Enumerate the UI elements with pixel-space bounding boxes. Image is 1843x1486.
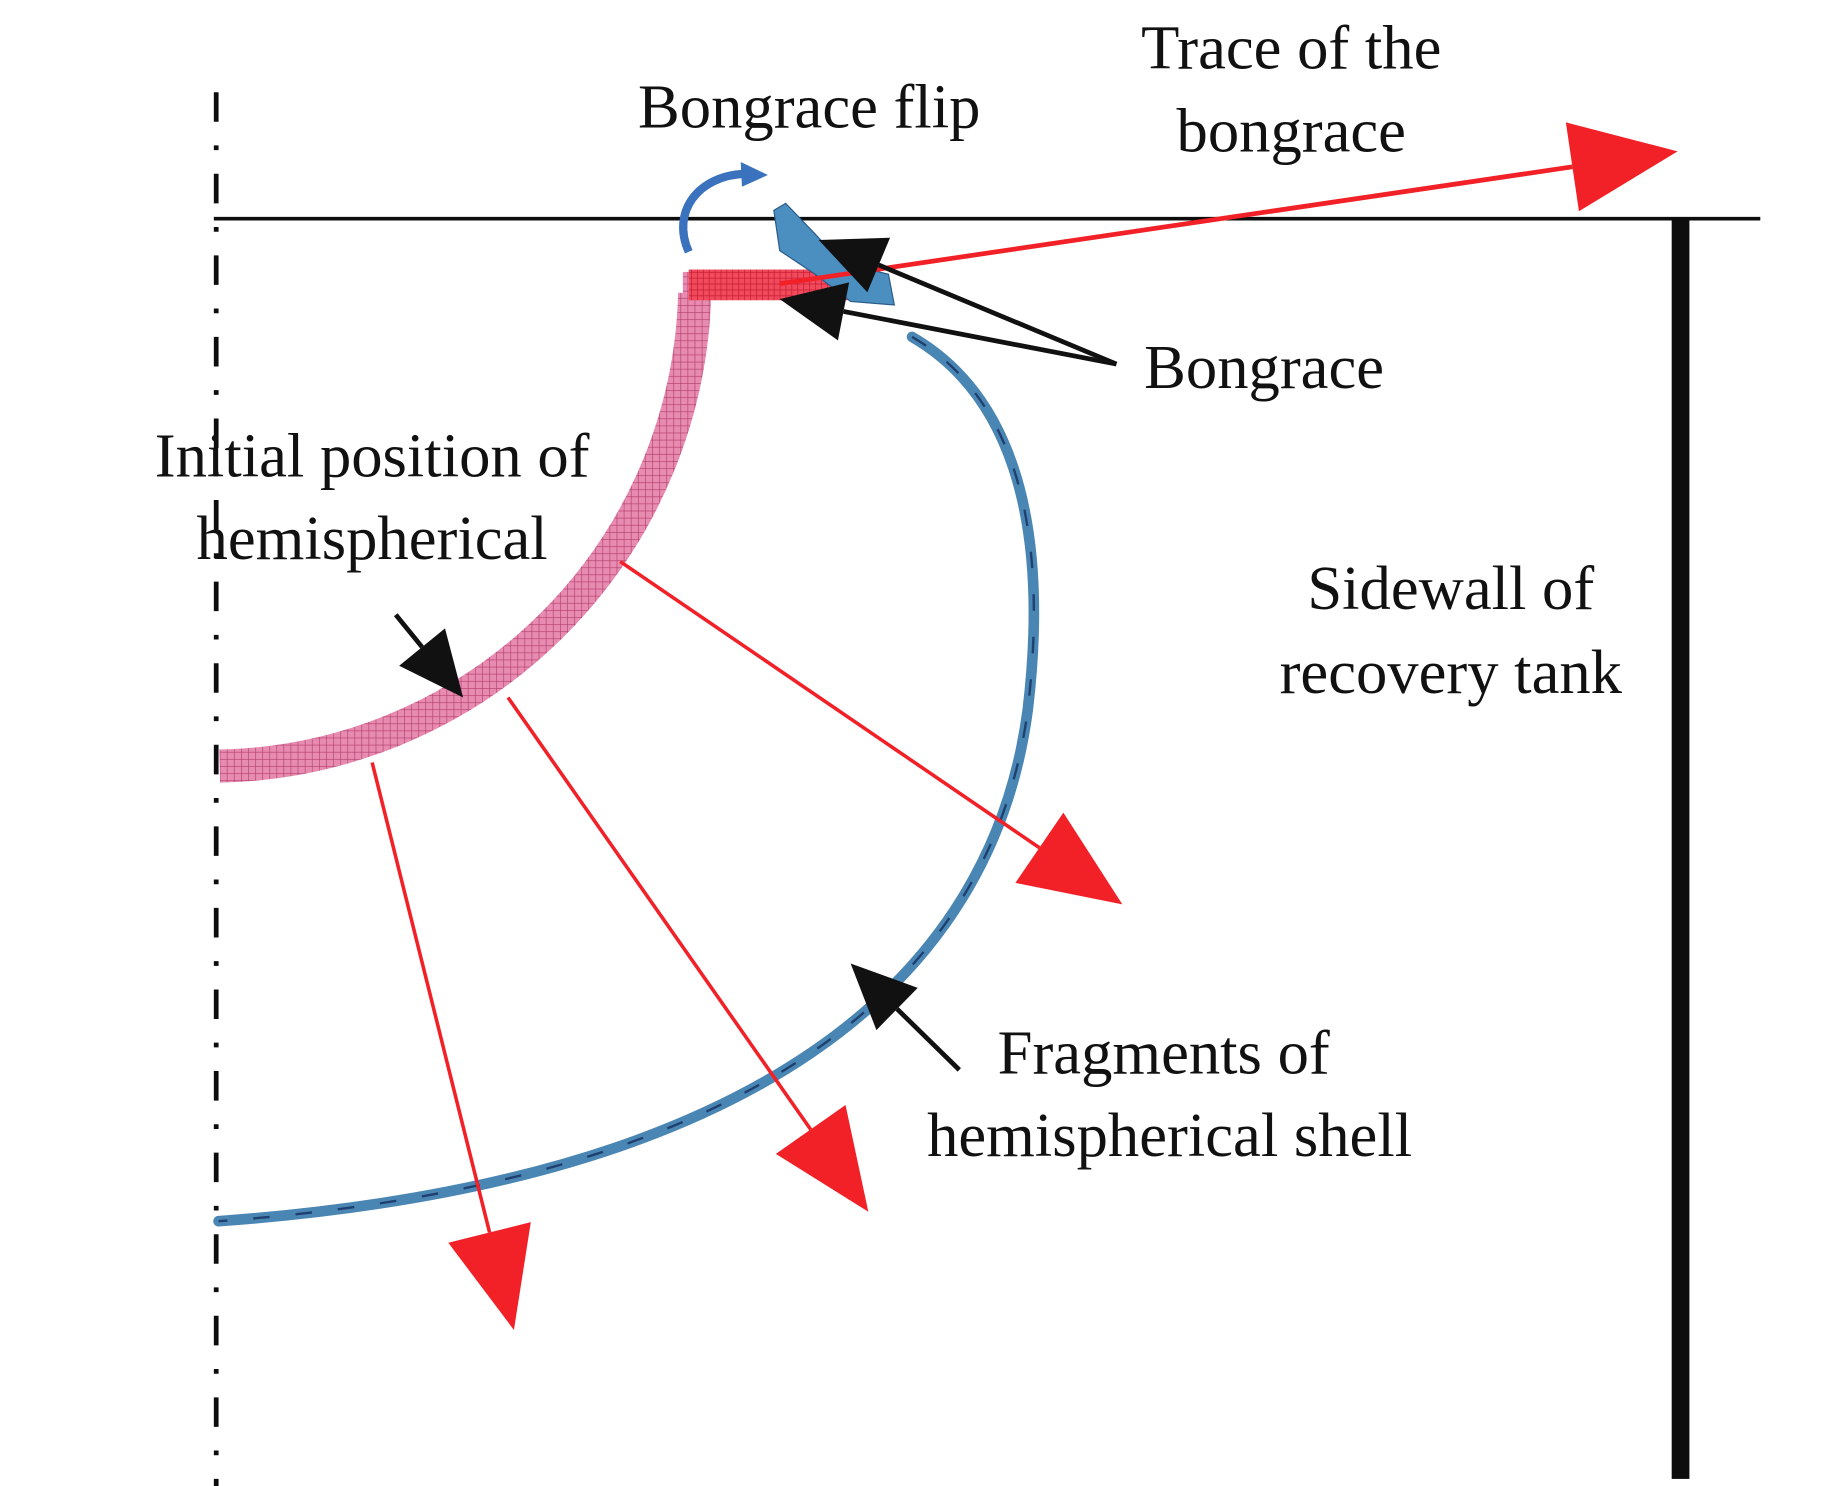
label-sidewall-line2: recovery tank	[1280, 637, 1623, 707]
initial-hemispherical-shell	[219, 292, 712, 783]
fragment-shell-edge	[218, 335, 1035, 1223]
label-initial-line2: hemispherical	[197, 503, 548, 573]
bongrace-pointer-arrow-lower	[779, 282, 1117, 367]
label-sidewall-line1: Sidewall of	[1307, 553, 1594, 623]
initial-position-pointer-arrow-shaft	[393, 613, 424, 649]
label-fragments-line1: Fragments of	[998, 1017, 1330, 1087]
initial-position-pointer-arrow-head	[399, 628, 464, 698]
pointer-arrows	[393, 237, 1118, 1072]
fragment-trajectory-arrow-3-shaft	[370, 762, 492, 1233]
bongrace-trace-arrow-head	[1565, 122, 1678, 212]
label-bongrace: Bongrace	[1144, 332, 1384, 402]
bongrace-trace-arrow	[779, 122, 1678, 287]
label-initial-line1: Initial position of	[155, 420, 590, 490]
initial-position-pointer-arrow	[393, 613, 464, 698]
fragment-trajectory-arrow-1	[619, 560, 1123, 905]
label-trace-line1: Trace of the	[1141, 13, 1441, 83]
fragment-trajectory-arrow-2-shaft	[506, 696, 813, 1131]
bongrace-pointer-arrow-upper	[818, 237, 1118, 367]
fragments-pointer-arrow	[850, 963, 961, 1072]
fragments-pointer-arrow-head	[850, 963, 918, 1031]
label-bongrace-flip: Bongrace flip	[638, 72, 980, 142]
label-fragments-line2: hemispherical shell	[927, 1100, 1412, 1170]
fragments-pointer-arrow-shaft	[895, 1007, 961, 1072]
fragment-trajectory-arrow-1-head	[1015, 812, 1123, 905]
trajectory-arrows	[370, 122, 1678, 1330]
fragment-trajectory-arrow-1-shaft	[619, 560, 1041, 850]
fragment-trajectory-arrow-2	[506, 696, 869, 1212]
bongrace-pointer-arrow-upper-head	[818, 237, 891, 293]
sidewall	[1671, 218, 1690, 1479]
bongrace-pointer-arrow-lower-shaft	[843, 309, 1117, 367]
bongrace-trace-arrow-shaft	[779, 164, 1573, 287]
bongrace-pointer-arrow-lower-head	[779, 282, 850, 341]
fragment-trajectory-arrow-3-head	[448, 1222, 531, 1330]
bongrace-pointer-arrow-upper-shaft	[877, 262, 1118, 367]
flip-arrow	[679, 161, 768, 254]
fragment-trajectory-arrow-3	[370, 762, 531, 1330]
fragment-trajectory-arrow-2-head	[775, 1105, 869, 1212]
label-trace-line2: bongrace	[1177, 95, 1406, 165]
